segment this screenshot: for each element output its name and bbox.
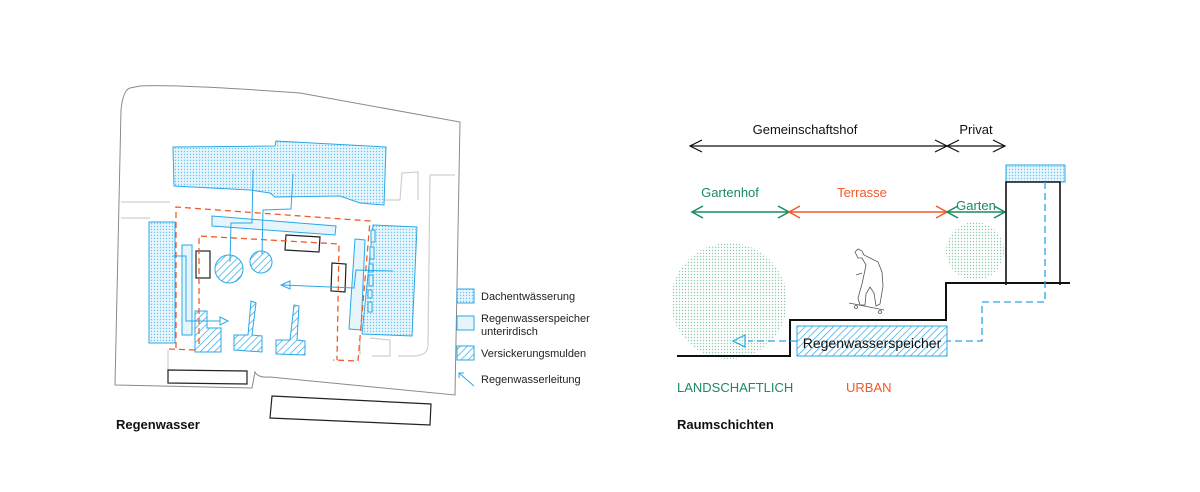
legend: Dachentwässerung Regenwasserspeicher unt… <box>456 288 590 387</box>
site-plan: Dachentwässerung Regenwasserspeicher unt… <box>114 85 590 432</box>
infiltration-basins <box>194 250 306 356</box>
roof-drainage-block <box>1005 164 1066 183</box>
roof-drainage-areas <box>148 140 418 344</box>
solid-fill-icon <box>456 315 475 331</box>
label-urban: URBAN <box>846 380 892 395</box>
storage-label: Regenwasserspeicher <box>803 335 942 351</box>
legend-label: Regenwasserspeicher <box>481 313 590 325</box>
underground-storage <box>181 215 376 336</box>
rainwater-pipes <box>173 169 394 326</box>
label-privat: Privat <box>959 122 993 137</box>
skateboarder-figure <box>848 248 885 314</box>
north-building-roof <box>172 140 387 206</box>
legend-label: Dachentwässerung <box>481 291 575 303</box>
zone-arrow-gartenhof <box>690 205 791 219</box>
legend-item-infiltration: Versickerungsmulden <box>456 345 586 361</box>
ground-profile <box>677 282 1070 357</box>
zone-arrow-terrasse <box>787 205 949 219</box>
left-panel-title: Regenwasser <box>116 417 200 432</box>
zone-outlines <box>168 206 371 362</box>
legend-item-pipe: Regenwasserleitung <box>458 372 581 387</box>
top-arrow-privat <box>945 139 1007 153</box>
legend-item-storage: Regenwasserspeicher unterirdisch <box>456 313 590 338</box>
dotted-fill-icon <box>456 288 475 304</box>
label-garten: Garten <box>956 198 996 213</box>
legend-label: unterirdisch <box>481 326 538 338</box>
arrow-icon <box>458 372 475 387</box>
large-tree <box>671 243 787 359</box>
legend-item-roof-drainage: Dachentwässerung <box>456 288 575 304</box>
street-lines <box>121 171 455 374</box>
west-building-roof <box>148 221 176 344</box>
site-boundary <box>114 85 461 396</box>
legend-label: Versickerungsmulden <box>481 348 586 360</box>
zone-arrow-garten <box>945 205 1007 219</box>
label-landschaftlich: LANDSCHAFTLICH <box>677 380 793 395</box>
building-outline <box>1005 181 1061 285</box>
right-panel-title: Raumschichten <box>677 417 774 432</box>
dark-boxes <box>167 234 432 426</box>
top-arrow-gemeinschaftshof <box>688 139 949 153</box>
label-gartenhof: Gartenhof <box>701 185 759 200</box>
legend-label: Regenwasserleitung <box>481 374 581 386</box>
label-gemeinschaftshof: Gemeinschaftshof <box>753 122 858 137</box>
section-diagram: Gemeinschaftshof Privat Gartenhof Terras… <box>671 122 1070 432</box>
rainwater-pipe <box>748 182 1046 342</box>
small-tree <box>946 222 1004 280</box>
east-building-roof <box>361 224 418 337</box>
pipe-arrowhead <box>731 334 746 348</box>
hatched-fill-icon <box>456 345 475 361</box>
label-terrasse: Terrasse <box>837 185 887 200</box>
